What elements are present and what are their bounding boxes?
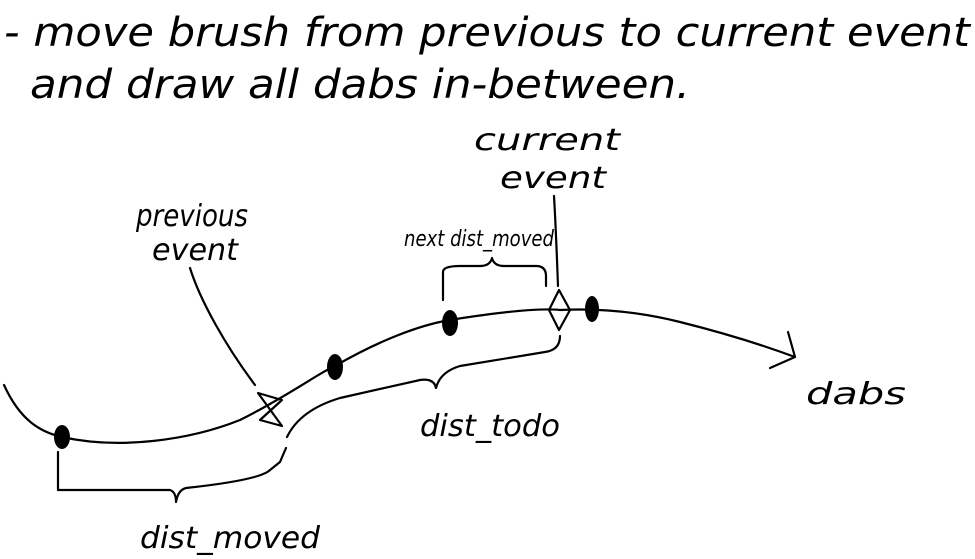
brush-path-curve — [2, 308, 797, 444]
dist-moved-brace — [56, 446, 288, 504]
dab-1 — [54, 425, 70, 449]
dab-2 — [327, 354, 343, 380]
dab-3 — [442, 310, 458, 336]
current-event-marker — [547, 288, 572, 332]
note-line-1: - move brush from previous to current ev… — [4, 10, 971, 56]
current-event-leader — [552, 194, 560, 288]
dist-moved-label: dist_moved — [140, 521, 321, 556]
note-line-2: and draw all dabs in-between. — [30, 62, 690, 108]
current-event-label-line-2: event — [500, 161, 608, 196]
next-dist-moved-label: next dist_moved — [404, 227, 555, 252]
previous-event-marker — [256, 391, 284, 428]
path-arrow-head — [768, 330, 797, 370]
current-event-label-line-1: current — [474, 123, 622, 158]
dab-4 — [585, 296, 599, 322]
previous-event-leader — [188, 266, 257, 387]
dist-todo-label: dist_todo — [420, 409, 560, 444]
previous-event-label-line-2: event — [152, 233, 239, 268]
dabs-label: dabs — [806, 377, 906, 412]
previous-event-label-line-1: previous — [135, 199, 248, 234]
next-dist-moved-brace — [441, 256, 548, 302]
dist-todo-brace — [285, 334, 562, 439]
